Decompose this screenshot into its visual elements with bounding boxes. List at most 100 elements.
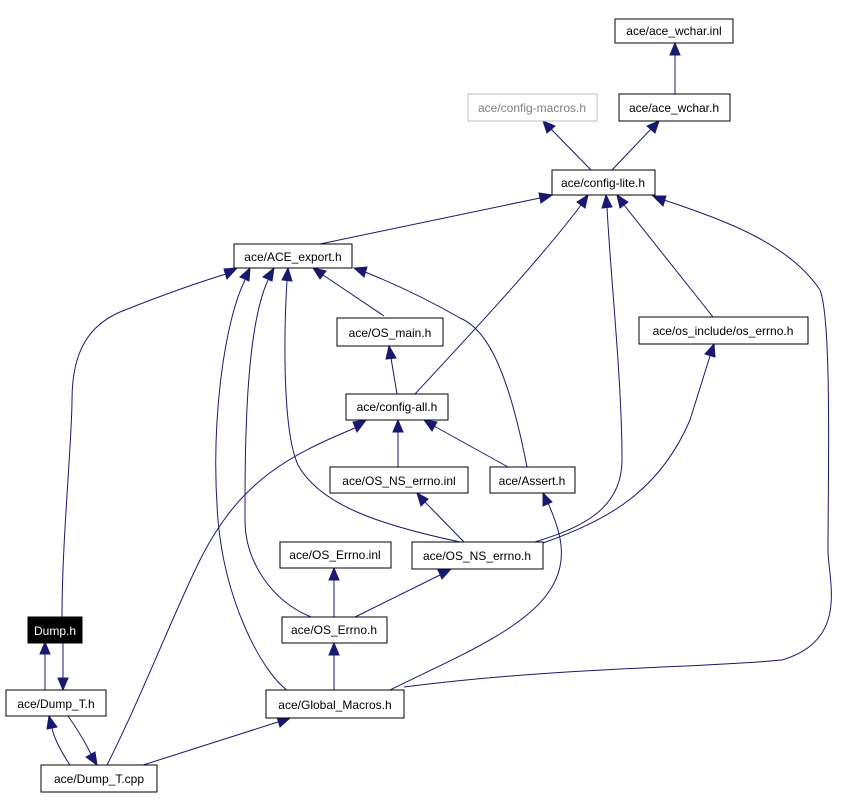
node-box <box>638 316 809 345</box>
edge-os-ns-errno-h-to-config-lite <box>534 206 623 543</box>
arrow-head <box>646 120 660 134</box>
edge-assert-to-ace-export <box>364 271 528 468</box>
node-label: ace/OS_NS_errno.inl <box>342 474 455 488</box>
edge-os-include-errno-to-config-lite <box>623 204 714 318</box>
arrow-head <box>223 267 239 280</box>
arrow-head <box>281 266 293 282</box>
arrow-head <box>392 418 404 433</box>
node-box <box>27 616 83 644</box>
node-label: ace/ACE_export.h <box>244 250 341 264</box>
node-label: ace/OS_main.h <box>349 326 432 340</box>
edge-os-ns-errno-h-to-os-ns-errno-inl <box>424 501 465 543</box>
arrow-head <box>352 266 368 278</box>
node-assert-h[interactable]: ace/Assert.h <box>489 466 576 494</box>
arrow-head <box>704 342 716 358</box>
node-box <box>329 466 469 494</box>
node-label: Dump.h <box>34 624 76 638</box>
arrow-head <box>669 41 681 56</box>
node-box <box>614 18 734 44</box>
arrow-head <box>262 266 275 282</box>
node-ace-wchar-h[interactable]: ace/ace_wchar.h <box>618 93 731 122</box>
node-label: ace/Dump_T.h <box>17 697 94 711</box>
node-label: ace/OS_Errno.inl <box>289 548 380 562</box>
arrow-head <box>385 344 397 360</box>
node-ace-wchar-inl[interactable]: ace/ace_wchar.inl <box>614 18 734 44</box>
edge-dump-h-to-ace-export <box>61 273 227 618</box>
node-os-main[interactable]: ace/OS_main.h <box>336 317 444 347</box>
node-box <box>551 169 656 196</box>
edge-dump-t-cpp-to-global-macros <box>139 721 279 767</box>
edge-global-macros-to-ace-export <box>215 279 289 692</box>
edge-os-errno-h-to-ace-export <box>244 279 312 618</box>
arrow-head <box>85 751 98 767</box>
edge-ace-export-to-config-lite <box>319 197 541 245</box>
arrow-head <box>437 568 453 580</box>
arrow-head <box>422 419 438 432</box>
node-label: ace/config-lite.h <box>561 176 645 190</box>
node-config-macros[interactable]: ace/config-macros.h <box>467 93 598 122</box>
node-dump-t-cpp[interactable]: ace/Dump_T.cpp <box>40 764 158 793</box>
node-label: ace/OS_NS_errno.h <box>423 549 531 563</box>
edge-config-all-to-config-lite <box>414 204 582 395</box>
arrow-head <box>239 266 251 282</box>
arrow-head <box>46 714 58 730</box>
arrow-head <box>328 566 340 581</box>
edge-os-ns-errno-h-to-os-include-errno <box>539 355 711 545</box>
edges <box>39 41 832 767</box>
node-box <box>411 541 544 570</box>
node-box <box>281 616 388 644</box>
node-os-errno-h[interactable]: ace/OS_Errno.h <box>281 616 388 644</box>
node-label: ace/ace_wchar.h <box>629 101 719 115</box>
node-box <box>265 689 405 719</box>
edge-dump-t-cpp-to-dump-t-h <box>51 727 71 766</box>
arrow-head <box>352 419 368 434</box>
edge-dump-t-cpp-to-config-all <box>106 427 356 766</box>
node-box <box>618 93 731 122</box>
node-config-all[interactable]: ace/config-all.h <box>345 393 449 421</box>
node-label: ace/os_include/os_errno.h <box>653 324 794 338</box>
edge-dump-t-h-to-dump-t-cpp <box>67 715 92 755</box>
arrow-head <box>57 677 69 692</box>
node-os-ns-errno-inl[interactable]: ace/OS_NS_errno.inl <box>329 466 469 494</box>
node-box <box>233 243 353 269</box>
node-label: ace/Dump_T.cpp <box>54 772 144 786</box>
node-config-lite[interactable]: ace/config-lite.h <box>551 169 656 196</box>
edge-global-macros-to-assert <box>387 502 562 692</box>
node-box <box>336 317 444 347</box>
arrow-head <box>651 195 667 207</box>
node-box <box>279 541 392 569</box>
node-dump-h[interactable]: Dump.h <box>27 616 83 644</box>
edge-global-macros-to-config-lite <box>403 199 832 688</box>
arrow-head <box>542 491 553 507</box>
node-os-errno-inl[interactable]: ace/OS_Errno.inl <box>279 541 392 569</box>
edge-os-errno-h-to-os-ns-errno-h <box>354 574 441 618</box>
arrow-head <box>576 193 589 209</box>
node-dump-t-h[interactable]: ace/Dump_T.h <box>5 689 107 717</box>
node-box <box>489 466 576 494</box>
node-label: ace/config-macros.h <box>478 101 586 115</box>
edge-os-ns-errno-h-to-ace-export <box>284 279 461 543</box>
node-label: ace/Global_Macros.h <box>278 698 391 712</box>
node-label: ace/ace_wchar.inl <box>626 24 721 38</box>
arrow-head <box>311 267 327 280</box>
node-box <box>5 689 107 717</box>
nodes: ace/ace_wchar.inl ace/config-macros.h ac… <box>5 18 809 793</box>
edge-config-all-to-os-main <box>390 357 398 395</box>
node-box <box>345 393 449 421</box>
node-label: ace/OS_Errno.h <box>291 623 377 637</box>
arrow-head <box>328 641 340 656</box>
node-os-include-errno[interactable]: ace/os_include/os_errno.h <box>638 316 809 345</box>
edge-config-lite-to-ace-wchar-h <box>611 128 652 171</box>
edge-os-main-to-ace-export <box>322 274 385 317</box>
arrow-head <box>601 193 613 209</box>
arrow-head <box>538 192 554 204</box>
node-label: ace/Assert.h <box>499 474 566 488</box>
node-ace-export[interactable]: ace/ACE_export.h <box>233 243 353 269</box>
node-label: ace/config-all.h <box>357 400 438 414</box>
arrow-head <box>542 120 556 134</box>
arrow-head <box>416 491 429 507</box>
edge-config-lite-to-config-macros <box>550 128 592 171</box>
node-global-macros[interactable]: ace/Global_Macros.h <box>265 689 405 719</box>
node-os-ns-errno-h[interactable]: ace/OS_NS_errno.h <box>411 541 544 570</box>
